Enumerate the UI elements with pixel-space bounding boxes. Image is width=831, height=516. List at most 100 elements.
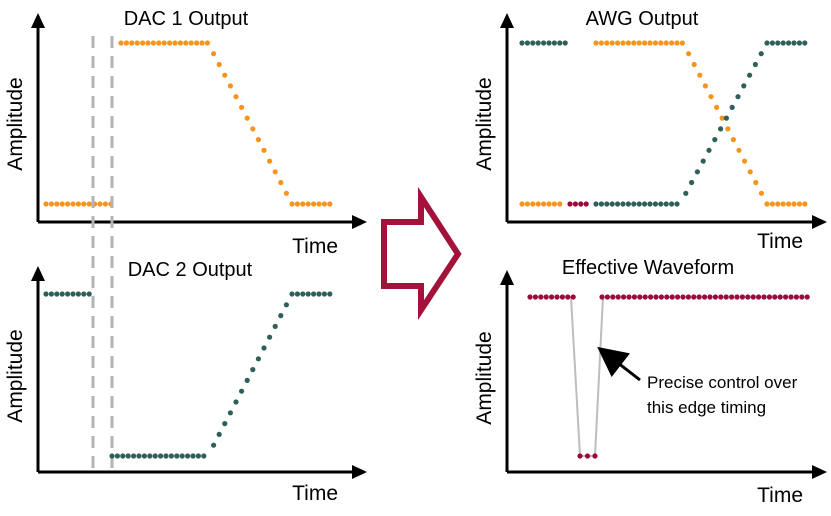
sample-dot <box>81 201 87 207</box>
sample-dot <box>519 40 525 46</box>
x-axis-arrow-icon <box>352 215 367 229</box>
sample-dot <box>289 291 295 297</box>
sample-dot <box>652 40 659 46</box>
sample-dot <box>584 453 591 459</box>
sample-dot <box>131 453 137 459</box>
sample-dot <box>780 201 786 207</box>
sample-dot <box>557 40 563 46</box>
sample-dot <box>327 201 333 207</box>
sample-dot <box>294 201 300 207</box>
sample-dot <box>174 453 180 459</box>
sample-dot <box>609 201 615 207</box>
sample-dot <box>761 294 767 300</box>
sample-dot <box>786 201 792 207</box>
sample-dot <box>718 294 724 300</box>
sample-dot <box>572 201 579 207</box>
sample-dot <box>65 291 71 297</box>
sample-dot <box>311 201 317 207</box>
sample-dot <box>125 453 131 459</box>
sample-dot <box>267 334 273 340</box>
sample-dot <box>647 40 653 46</box>
sample-dot <box>610 294 616 300</box>
sample-dot <box>305 291 311 297</box>
sample-dot <box>54 291 60 297</box>
sample-dot <box>321 291 327 297</box>
y-axis-label: Amplitude <box>4 77 27 170</box>
sample-dot <box>653 294 659 300</box>
sample-dot <box>642 201 648 207</box>
sample-dot <box>316 291 322 297</box>
sample-dot <box>739 294 746 300</box>
sample-dot <box>712 137 718 143</box>
sample-dot <box>527 294 533 300</box>
sample-dot <box>775 201 781 207</box>
y-axis-label: Amplitude <box>473 77 496 170</box>
sample-dot <box>156 40 162 46</box>
sample-dot <box>598 40 605 46</box>
sample-dot <box>753 179 759 186</box>
sample-dot <box>211 442 217 448</box>
sample-dot <box>642 40 648 46</box>
sample-dot <box>120 453 126 459</box>
x-axis-label: Time <box>757 484 803 507</box>
panel-dac2: DAC 2 Output Amplitude Time <box>4 259 367 505</box>
sample-dot <box>70 291 76 297</box>
sample-dot <box>625 201 632 207</box>
sample-dot <box>777 294 783 300</box>
sample-dot <box>696 294 702 300</box>
sample-dot <box>714 104 720 110</box>
sample-dot <box>747 72 753 78</box>
sample-dot <box>195 453 201 459</box>
sample-dot <box>636 201 642 207</box>
sample-dot <box>222 421 228 427</box>
sample-dot <box>780 40 786 46</box>
panel-awg: AWG Output Amplitude Time <box>473 8 827 253</box>
y-axis-arrow-icon <box>500 13 514 28</box>
sample-dot <box>636 40 642 46</box>
sample-dot <box>530 201 536 207</box>
sample-dot <box>700 158 706 164</box>
sample-dot <box>669 40 675 46</box>
sample-dot <box>554 294 560 300</box>
sample-dot <box>758 51 764 57</box>
sample-dot <box>557 201 563 207</box>
y-axis-label: Amplitude <box>4 329 27 422</box>
sample-dot <box>804 294 810 300</box>
sample-dot <box>750 294 756 300</box>
sample-dot <box>43 201 49 207</box>
sample-dot <box>567 201 573 207</box>
panel-title: DAC 1 Output <box>124 8 249 30</box>
sample-dot <box>216 431 222 437</box>
x-axis-label: Time <box>757 230 803 253</box>
panel-title: AWG Output <box>586 8 699 30</box>
sample-dot <box>179 453 185 459</box>
sample-dot <box>621 294 627 300</box>
sample-dot <box>549 294 555 300</box>
sample-dot <box>147 453 153 459</box>
sample-dot <box>48 291 55 297</box>
sample-dot <box>592 453 598 459</box>
sample-dot <box>680 294 686 300</box>
x-axis-arrow-icon <box>812 215 827 229</box>
sample-dot <box>583 201 589 207</box>
sample-dot <box>615 294 621 300</box>
sample-dot <box>300 291 306 297</box>
sample-dot <box>172 40 178 46</box>
sample-dot <box>729 294 735 300</box>
sample-dot <box>227 83 233 89</box>
sample-dot <box>294 291 300 297</box>
sample-dot <box>227 410 233 416</box>
sample-dot <box>134 40 140 46</box>
sample-dot <box>593 40 599 46</box>
sample-dot <box>109 453 115 459</box>
sample-dot <box>741 83 747 89</box>
panel-effective: Effective Waveform Amplitude Time Precis… <box>473 257 827 507</box>
sample-dot <box>102 201 108 207</box>
waveform-trace <box>570 296 604 457</box>
sample-dot <box>255 137 261 143</box>
sample-dot <box>129 40 135 46</box>
sample-dot <box>758 190 765 196</box>
sample-dot <box>565 294 571 300</box>
sample-dot <box>706 147 712 153</box>
sample-dot <box>150 40 156 46</box>
